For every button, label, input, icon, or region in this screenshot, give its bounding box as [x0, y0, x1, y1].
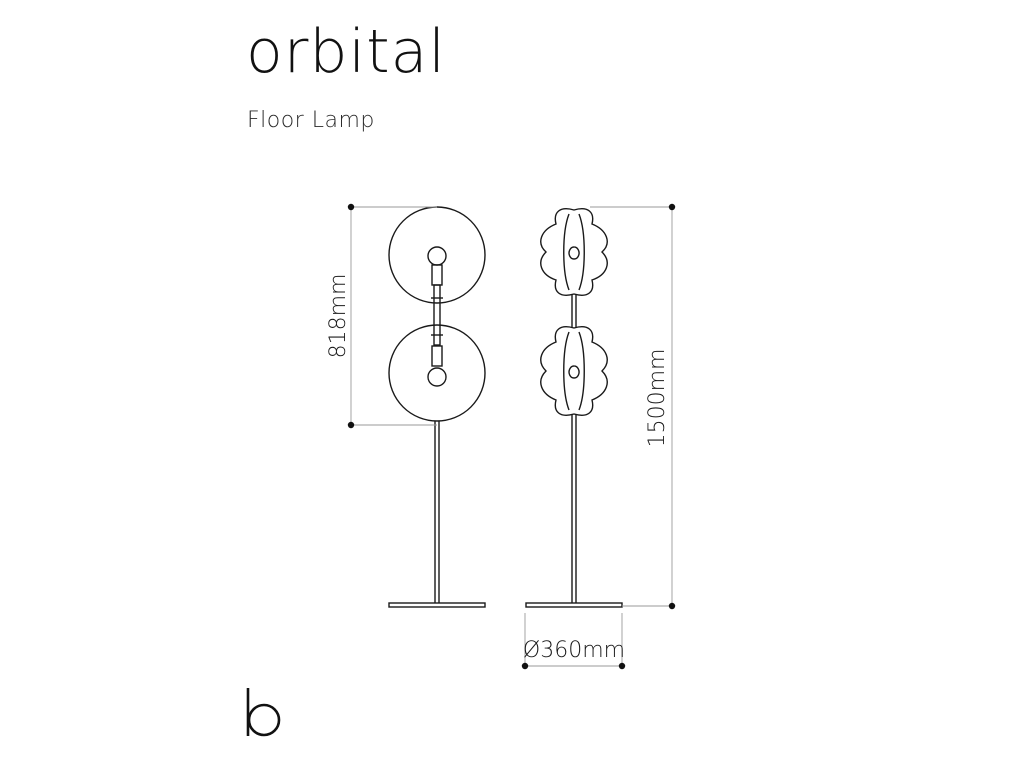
product-subtitle: Floor Lamp	[247, 108, 375, 133]
dim-base-diameter-label: Ø360mm	[523, 638, 625, 663]
front-lower-socket	[431, 345, 443, 367]
side-upper-shade	[540, 208, 608, 296]
front-upper-socket	[431, 264, 443, 286]
front-upper-bulb	[427, 246, 447, 266]
dimension-endpoints	[347, 203, 676, 670]
front-upper-disc	[388, 206, 486, 304]
front-lower-disc	[388, 324, 486, 422]
b-logo-icon	[246, 688, 281, 737]
dim-shade-height-label: 818mm	[326, 274, 351, 359]
front-view-lamp	[388, 206, 486, 608]
front-connector	[433, 284, 441, 346]
side-base	[525, 602, 623, 608]
dimension-guides	[350, 206, 673, 667]
front-base	[388, 602, 486, 608]
dim-total-height-label: 1500mm	[645, 349, 670, 448]
front-lower-bulb	[427, 367, 447, 387]
product-title: orbital	[246, 17, 447, 87]
side-lower-shade	[540, 326, 608, 416]
side-view-lamp	[525, 208, 623, 608]
